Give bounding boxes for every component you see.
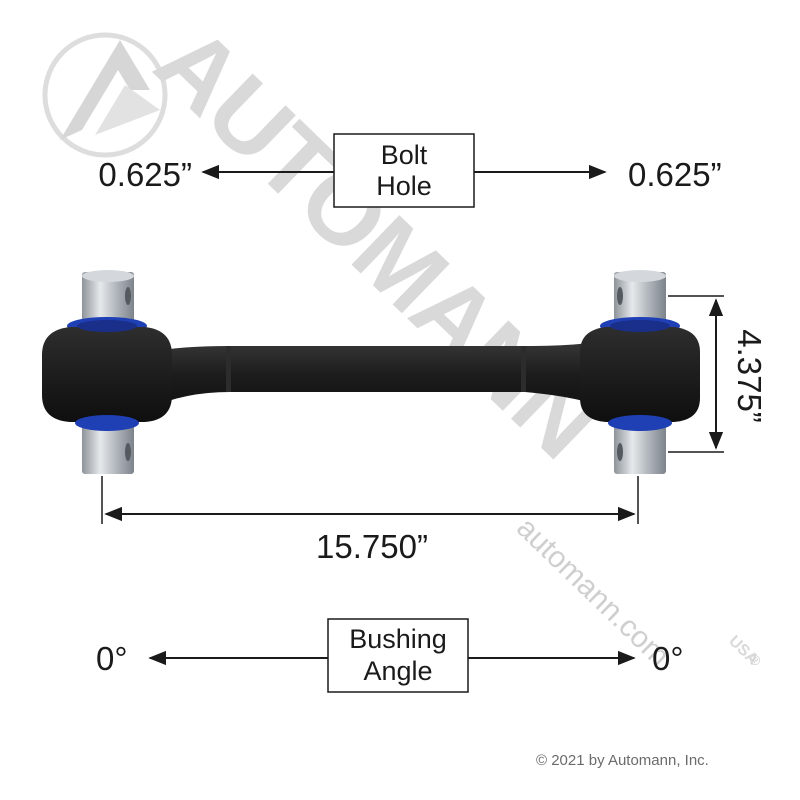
torque-rod [42, 270, 700, 474]
watermark-website: automann.com [510, 511, 676, 673]
bolt-hole-callout: Bolt Hole 0.625” 0.625” [98, 133, 722, 208]
bolt-hole-left-value: 0.625” [98, 156, 192, 193]
bolt-hole-label-line2: Hole [376, 171, 432, 201]
copyright-text: © 2021 by Automann, Inc. [536, 752, 709, 769]
left-bushing-eye [42, 317, 172, 431]
length-dimension-value: 15.750” [316, 528, 428, 565]
bushing-angle-right-value: 0° [652, 640, 684, 677]
bolt-hole-label-line1: Bolt [381, 140, 428, 170]
bushing-angle-label-box [327, 618, 469, 693]
right-bushing-eye [580, 317, 700, 431]
length-dimension: 15.750” [101, 476, 639, 565]
rod-shaft [150, 338, 612, 412]
left-bolt-pin [82, 270, 134, 474]
right-bolt-pin [614, 270, 666, 474]
height-dimension: 4.375” [668, 295, 768, 453]
watermark-brand: AUTOMANN [135, 5, 620, 478]
bushing-angle-label-line1: Bushing [349, 624, 447, 654]
bolt-hole-label-box [333, 133, 475, 208]
height-dimension-value: 4.375” [731, 329, 768, 423]
bolt-hole-right-value: 0.625” [628, 156, 722, 193]
bushing-angle-label-line2: Angle [363, 656, 432, 686]
bushing-angle-callout: Bushing Angle 0° 0° [96, 618, 684, 693]
bushing-angle-left-value: 0° [96, 640, 128, 677]
watermark-logo-icon [42, 32, 168, 158]
